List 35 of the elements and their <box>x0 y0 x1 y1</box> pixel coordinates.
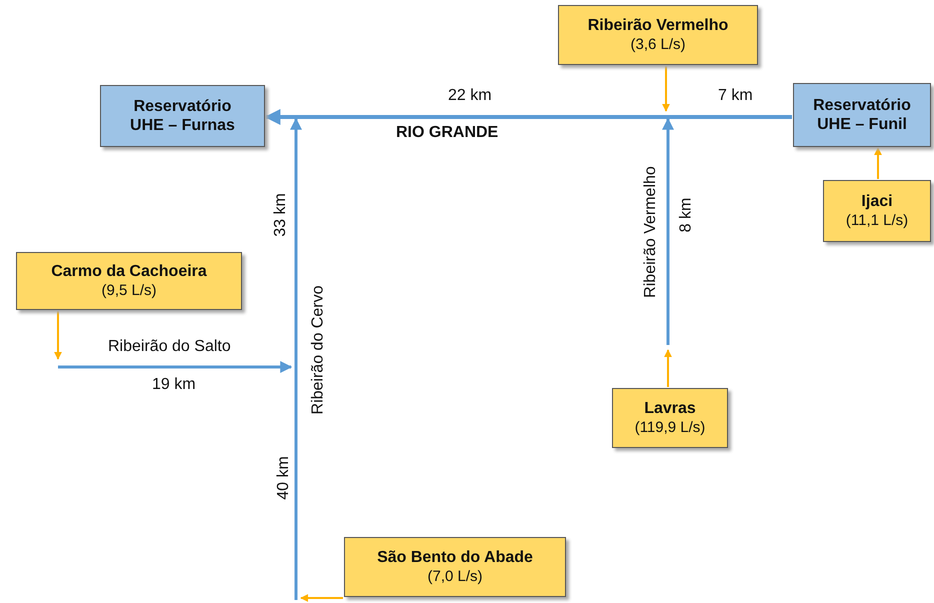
place-name: Ribeirão Vermelho <box>588 16 728 35</box>
distance-label: 33 km <box>272 193 290 237</box>
river-name: Ribeirão Vermelho <box>642 166 660 298</box>
place-name: Carmo da Cachoeira <box>51 262 207 281</box>
place-name: São Bento do Abade <box>377 548 533 567</box>
flow-rate: (7,0 L/s) <box>427 567 483 586</box>
arrow <box>54 311 62 360</box>
river-name: RIO GRANDE <box>396 124 498 142</box>
distance-label: 40 km <box>274 456 293 500</box>
arrow <box>264 109 792 125</box>
river-name: Ribeirão do Salto <box>108 338 231 356</box>
distance-label: 22 km <box>448 87 492 105</box>
distance-label: 19 km <box>152 376 196 394</box>
distance-label: 7 km <box>718 87 753 105</box>
distance-label: 8 km <box>676 198 695 232</box>
river-name: Ribeirão do Cervo <box>308 286 327 414</box>
place-box <box>612 388 728 448</box>
flow-rate: (11,1 L/s) <box>846 211 908 230</box>
flow-rate: (9,5 L/s) <box>101 281 157 300</box>
arrow <box>664 349 672 387</box>
place-name: Lavras <box>644 399 696 418</box>
place-box <box>16 252 242 310</box>
place-name: Ijaci <box>861 192 893 211</box>
flow-rate: (3,6 L/s) <box>630 35 686 54</box>
place-box <box>823 180 931 242</box>
place-box <box>793 83 931 147</box>
arrow <box>662 66 670 112</box>
arrow <box>874 147 882 179</box>
flow-rate: (119,9 L/s) <box>634 418 706 437</box>
place-box <box>344 537 566 597</box>
place-name: Reservatório UHE – Furnas <box>129 97 236 135</box>
arrow <box>300 594 343 602</box>
place-box <box>100 85 265 147</box>
place-name: Reservatório UHE – Funil <box>812 96 912 134</box>
place-box <box>558 5 758 65</box>
